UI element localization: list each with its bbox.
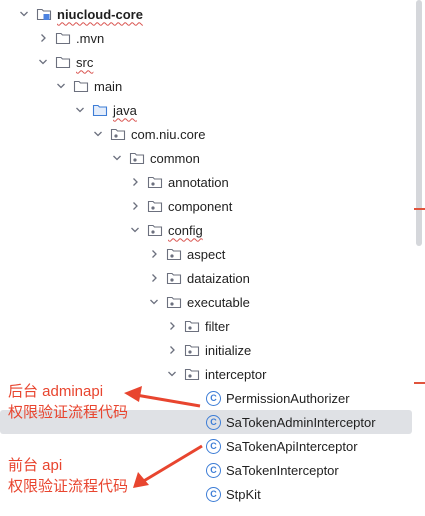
tree-label: executable <box>187 294 250 310</box>
tree-node-filter[interactable]: filter <box>0 314 415 338</box>
chevron-down-icon[interactable] <box>18 8 30 20</box>
tree-label: com.niu.core <box>131 126 206 142</box>
tree-node-stpkit[interactable]: C StpKit <box>0 482 415 506</box>
source-folder-icon <box>92 102 108 118</box>
tree-node-annotation[interactable]: annotation <box>0 170 415 194</box>
tree-label: initialize <box>205 342 252 358</box>
tree-label: java <box>113 102 137 118</box>
tree-label: annotation <box>168 174 229 190</box>
java-class-icon: C <box>206 414 221 430</box>
tree-label: common <box>150 150 200 166</box>
tree-label: PermissionAuthorizer <box>226 390 350 406</box>
tree-node-satoken-admin-interceptor[interactable]: C SaTokenAdminInterceptor <box>0 410 412 434</box>
chevron-down-icon[interactable] <box>92 128 104 140</box>
package-folder-icon <box>184 366 200 382</box>
tree-node-initialize[interactable]: initialize <box>0 338 415 362</box>
chevron-down-icon[interactable] <box>129 224 141 236</box>
package-folder-icon <box>166 246 182 262</box>
tree-node-java[interactable]: java <box>0 98 415 122</box>
tree-node-config[interactable]: config <box>0 218 415 242</box>
folder-icon <box>73 78 89 94</box>
tree-node-component[interactable]: component <box>0 194 415 218</box>
vertical-scrollbar[interactable] <box>416 0 422 246</box>
tree-node-common[interactable]: common <box>0 146 415 170</box>
package-folder-icon <box>184 342 200 358</box>
tree-node-satoken-api-interceptor[interactable]: C SaTokenApiInterceptor <box>0 434 415 458</box>
annotation-api: 前台 api 权限验证流程代码 <box>8 455 128 497</box>
tree-label: filter <box>205 318 230 334</box>
folder-icon <box>55 30 71 46</box>
java-class-icon: C <box>206 438 221 454</box>
chevron-right-icon[interactable] <box>129 176 141 188</box>
package-folder-icon <box>110 126 126 142</box>
tree-node-src[interactable]: src <box>0 50 415 74</box>
tree-node-satoken-interceptor[interactable]: C SaTokenInterceptor <box>0 458 415 482</box>
chevron-down-icon[interactable] <box>37 56 49 68</box>
chevron-down-icon[interactable] <box>148 296 160 308</box>
package-folder-icon <box>184 318 200 334</box>
java-class-icon: C <box>206 462 221 478</box>
tree-label: interceptor <box>205 366 267 382</box>
tree-label: SaTokenApiInterceptor <box>226 438 358 454</box>
chevron-right-icon[interactable] <box>37 32 49 44</box>
tree-label: aspect <box>187 246 226 262</box>
error-stripe-marker <box>414 382 425 384</box>
java-class-icon: C <box>206 390 221 406</box>
tree-label: config <box>168 222 203 238</box>
package-folder-icon <box>147 198 163 214</box>
tree-node-executable[interactable]: executable <box>0 290 415 314</box>
chevron-down-icon[interactable] <box>55 80 67 92</box>
tree-label: SaTokenInterceptor <box>226 462 339 478</box>
error-stripe-marker <box>414 208 425 210</box>
tree-node-mvn[interactable]: .mvn <box>0 26 415 50</box>
tree-label: StpKit <box>226 486 261 502</box>
tree-node-permission-authorizer[interactable]: C PermissionAuthorizer <box>0 386 415 410</box>
folder-icon <box>55 54 71 70</box>
annotation-line: 权限验证流程代码 <box>8 404 129 421</box>
tree-label: main <box>94 78 123 94</box>
tree-label: SaTokenAdminInterceptor <box>226 414 376 430</box>
tree-label: src <box>76 54 94 70</box>
chevron-right-icon[interactable] <box>148 272 160 284</box>
java-class-icon: C <box>206 486 221 502</box>
chevron-right-icon[interactable] <box>166 344 178 356</box>
annotation-line: 前台 api <box>8 457 63 474</box>
tree-node-interceptor[interactable]: interceptor <box>0 362 415 386</box>
chevron-down-icon[interactable] <box>166 368 178 380</box>
chevron-right-icon[interactable] <box>166 320 178 332</box>
chevron-down-icon[interactable] <box>111 152 123 164</box>
chevron-right-icon[interactable] <box>129 200 141 212</box>
package-folder-icon <box>166 270 182 286</box>
annotation-line: 后台 adminapi <box>8 383 104 400</box>
tree-node-aspect[interactable]: aspect <box>0 242 415 266</box>
tree-label: component <box>168 198 233 214</box>
annotation-line: 权限验证流程代码 <box>8 478 129 495</box>
module-folder-icon <box>36 6 52 22</box>
tree-label: niucloud-core <box>57 6 143 22</box>
package-folder-icon <box>166 294 182 310</box>
tree-node-niucloud-core[interactable]: niucloud-core <box>0 2 415 26</box>
annotation-adminapi: 后台 adminapi 权限验证流程代码 <box>8 381 128 423</box>
tree-label: dataization <box>187 270 250 286</box>
package-folder-icon <box>147 174 163 190</box>
package-folder-icon <box>129 150 145 166</box>
project-tree: niucloud-core .mvn src main java com.niu… <box>0 2 415 506</box>
tree-node-main[interactable]: main <box>0 74 415 98</box>
chevron-down-icon[interactable] <box>74 104 86 116</box>
chevron-right-icon[interactable] <box>148 248 160 260</box>
tree-label: .mvn <box>76 30 105 46</box>
tree-node-dataization[interactable]: dataization <box>0 266 415 290</box>
package-folder-icon <box>147 222 163 238</box>
tree-node-com-niu-core[interactable]: com.niu.core <box>0 122 415 146</box>
